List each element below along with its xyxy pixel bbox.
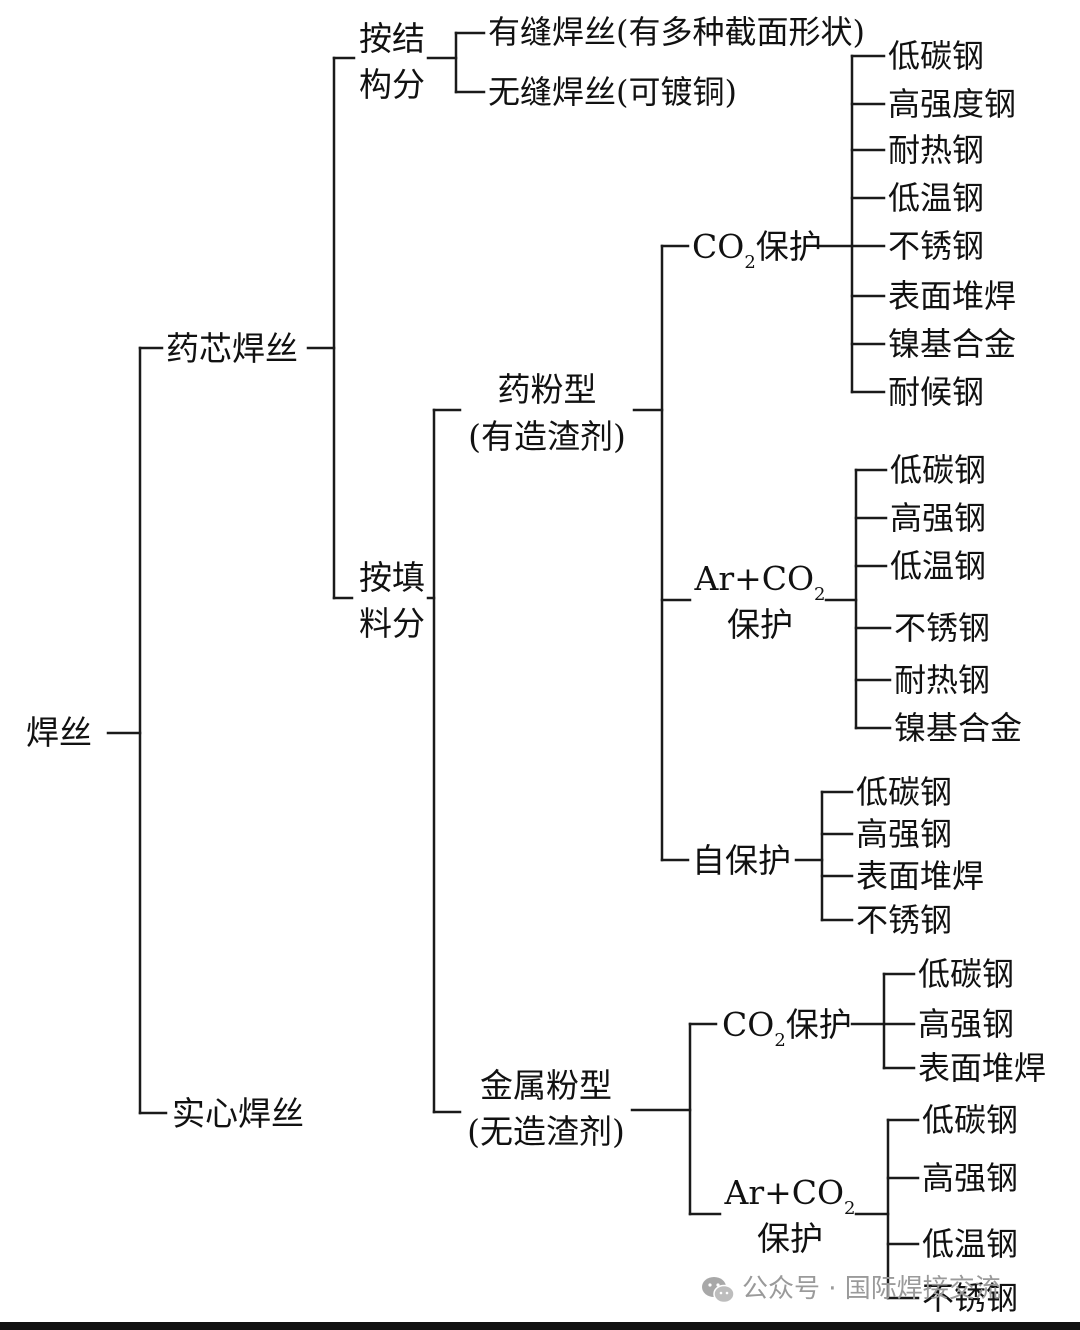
metal-arco2-item-1: 低碳钢 <box>922 1101 1019 1139</box>
self-item-4: 不锈钢 <box>856 901 953 939</box>
metal-co2-item-3: 表面堆焊 <box>918 1049 1047 1087</box>
self-item-2: 高强钢 <box>856 815 953 853</box>
watermark: 公众号 · 国际焊接交流 <box>700 1268 1001 1304</box>
flux-arco2-item-1: 低碳钢 <box>890 451 987 489</box>
flux-co2-item-7: 镍基合金 <box>888 325 1017 363</box>
arco2-shielding-label-metal: Ar+CO2 <box>724 1173 856 1219</box>
flux-arco2-item-3: 低温钢 <box>890 547 987 585</box>
flux-powder-type-note: (有造渣剂) <box>468 417 626 456</box>
arco2-shielding-label-flux: Ar+CO2 <box>694 559 826 605</box>
flux-cored-wire-label: 药芯焊丝 <box>166 329 298 368</box>
solid-wire-label: 实心焊丝 <box>172 1094 304 1133</box>
co2-shielding-label-metal: CO2保护 <box>722 1005 852 1051</box>
seamless-wire-label: 无缝焊丝(可镀铜) <box>488 73 737 111</box>
arco2-shielding-line2-metal: 保护 <box>757 1219 823 1258</box>
flux-co2-item-8: 耐候钢 <box>888 373 985 411</box>
metal-powder-type-note: (无造渣剂) <box>467 1112 625 1151</box>
watermark-prefix: 公众号 · <box>742 1274 845 1304</box>
flux-co2-item-5: 不锈钢 <box>888 227 985 265</box>
flux-arco2-item-5: 耐热钢 <box>894 661 991 699</box>
by-filler-label: 按填料分 <box>359 558 425 643</box>
flux-powder-type-title: 药粉型 <box>497 370 597 409</box>
by-structure-label: 按结构分 <box>359 19 425 104</box>
watermark-name: 国际焊接交流 <box>844 1274 1001 1304</box>
self-item-1: 低碳钢 <box>856 773 953 811</box>
metal-arco2-item-2: 高强钢 <box>922 1159 1019 1197</box>
metal-powder-type-title: 金属粉型 <box>480 1066 612 1105</box>
arco2-shielding-line2-flux: 保护 <box>727 605 793 644</box>
flux-co2-item-3: 耐热钢 <box>888 131 985 169</box>
wechat-icon <box>700 1275 736 1305</box>
seamed-wire-label: 有缝焊丝(有多种截面形状) <box>488 13 865 51</box>
flux-arco2-item-6: 镍基合金 <box>894 709 1023 747</box>
self-item-3: 表面堆焊 <box>856 857 985 895</box>
flux-co2-item-1: 低碳钢 <box>888 37 985 75</box>
metal-co2-item-1: 低碳钢 <box>918 955 1015 993</box>
metal-arco2-item-4: 不锈钢 <box>922 1279 1019 1317</box>
self-shielded-label: 自保护 <box>692 841 791 880</box>
flux-arco2-item-2: 高强钢 <box>890 499 987 537</box>
flux-co2-item-4: 低温钢 <box>888 179 985 217</box>
co2-shielding-label-flux: CO2保护 <box>692 227 822 273</box>
metal-arco2-item-3: 低温钢 <box>922 1225 1019 1263</box>
flux-arco2-item-4: 不锈钢 <box>894 609 991 647</box>
flux-co2-item-2: 高强度钢 <box>888 85 1017 123</box>
metal-co2-item-2: 高强钢 <box>918 1005 1015 1043</box>
flux-co2-item-6: 表面堆焊 <box>888 277 1017 315</box>
root-label: 焊丝 <box>26 713 92 752</box>
bottom-border <box>0 1322 1080 1330</box>
